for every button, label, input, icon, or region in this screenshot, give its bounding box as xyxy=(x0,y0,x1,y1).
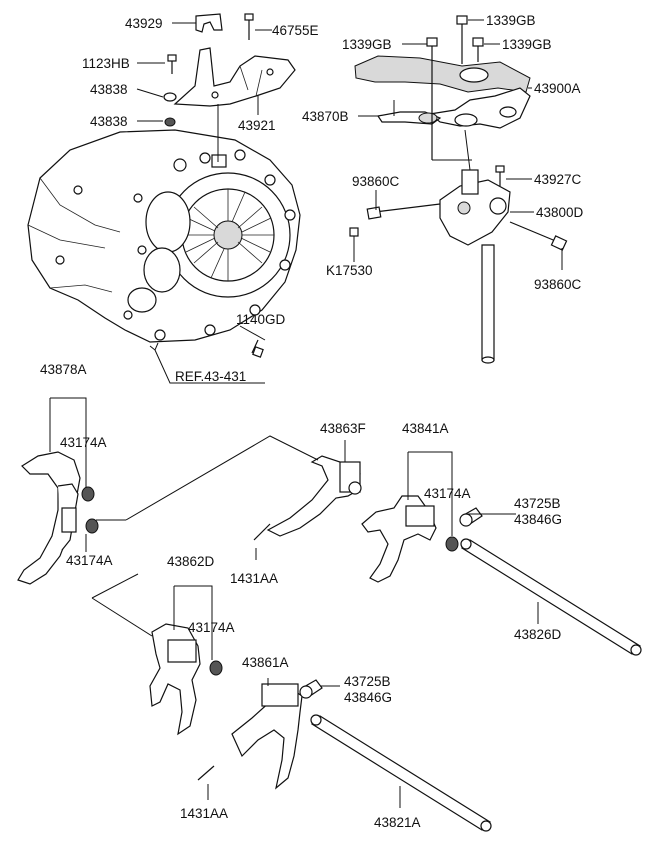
fork-43861A xyxy=(231,683,303,790)
detent-43725B-b xyxy=(299,679,323,699)
label-1339GB-left: 1339GB xyxy=(342,37,392,52)
detent-43725B-a xyxy=(459,507,483,527)
label-43878A: 43878A xyxy=(40,362,87,377)
fork-43878A xyxy=(17,451,81,585)
label-43870B: 43870B xyxy=(302,109,349,124)
leaders-top-left xyxy=(136,22,272,384)
label-43821A: 43821A xyxy=(374,815,421,830)
label-1339GB-top: 1339GB xyxy=(486,13,536,28)
bushing-43174A-1 xyxy=(81,486,95,502)
bracket-assembly xyxy=(163,13,296,358)
fork-43863F xyxy=(266,455,362,537)
label-43863F: 43863F xyxy=(320,421,366,436)
label-43862D: 43862D xyxy=(167,554,215,569)
label-43900A: 43900A xyxy=(534,81,581,96)
label-43725B-b: 43725B xyxy=(344,674,391,689)
leaders-top-right xyxy=(353,19,563,270)
label-43800D: 43800D xyxy=(536,205,584,220)
fork-43841A xyxy=(361,495,437,583)
label-43929: 43929 xyxy=(125,16,163,31)
pin-1431AA-b xyxy=(197,765,215,781)
label-43725B-a: 43725B xyxy=(514,496,561,511)
shift-lever-assembly xyxy=(349,15,568,364)
label-43174A-3: 43174A xyxy=(424,486,471,501)
label-43841A: 43841A xyxy=(402,421,449,436)
label-1339GB-right: 1339GB xyxy=(502,37,552,52)
label-43826D: 43826D xyxy=(514,627,562,642)
pin-1431AA-a xyxy=(253,523,271,541)
label-1140GD: 1140GD xyxy=(236,312,286,327)
label-1431AA-b: 1431AA xyxy=(180,806,228,821)
label-43846G-a: 43846G xyxy=(514,512,562,527)
part-labels: 43929 46755E 1123HB 43838 43838 43921 13… xyxy=(40,13,584,830)
label-1431AA-a: 1431AA xyxy=(230,571,278,586)
fork-43862D xyxy=(149,623,201,736)
bushing-43174A-4 xyxy=(209,660,223,676)
label-ref-43-431: REF.43-431 xyxy=(175,369,246,384)
label-43921: 43921 xyxy=(238,118,276,133)
label-93860C-right: 93860C xyxy=(534,277,582,292)
label-46755E: 46755E xyxy=(272,23,319,38)
bushing-43174A-3 xyxy=(445,536,459,552)
label-43861A: 43861A xyxy=(242,655,289,670)
leaders-lower xyxy=(49,397,539,808)
label-43174A-1: 43174A xyxy=(60,435,107,450)
label-K17530: K17530 xyxy=(326,263,373,278)
bushing-43174A-2 xyxy=(85,518,99,534)
label-43846G-b: 43846G xyxy=(344,690,392,705)
label-43174A-4: 43174A xyxy=(188,620,235,635)
shaft-43826D xyxy=(460,538,642,656)
label-43927C: 43927C xyxy=(534,172,582,187)
label-43838-a: 43838 xyxy=(90,82,128,97)
shaft-43821A xyxy=(310,714,492,832)
transmission-case xyxy=(27,129,301,343)
label-43174A-2: 43174A xyxy=(66,553,113,568)
label-1123HB: 1123HB xyxy=(82,56,130,71)
label-43838-b: 43838 xyxy=(90,114,128,129)
label-93860C-left: 93860C xyxy=(352,174,400,189)
